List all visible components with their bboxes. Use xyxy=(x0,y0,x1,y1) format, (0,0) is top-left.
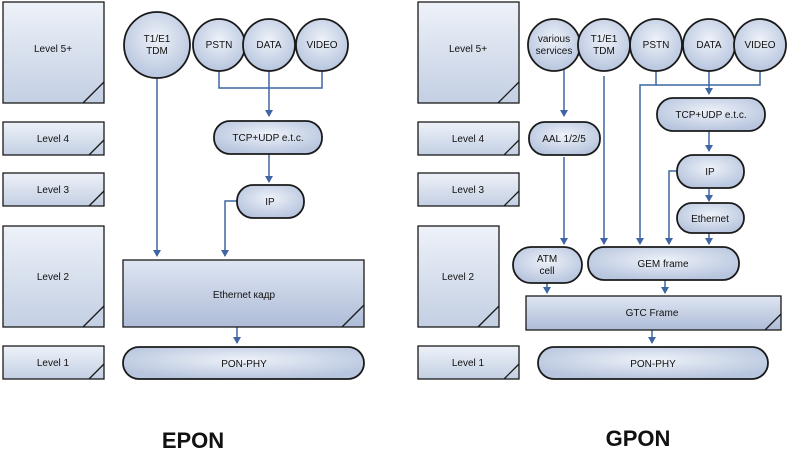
epon-t1e1-label-2: TDM xyxy=(146,46,168,57)
gpon-t1e1-label-1: T1/E1 xyxy=(591,34,618,45)
gpon-gtc-frame-box: GTC Frame xyxy=(525,295,782,331)
epon-t1e1-label-1: T1/E1 xyxy=(144,34,171,45)
gpon-arrows xyxy=(543,70,761,344)
epon-level-2-label: Level 2 xyxy=(37,272,70,283)
gpon-data-label: DATA xyxy=(696,40,722,51)
gpon-gem-label: GEM frame xyxy=(637,259,689,270)
epon-title: EPON xyxy=(162,428,224,453)
epon-arrow-ip-eth xyxy=(221,200,237,257)
gpon-video-circle: VIDEO xyxy=(733,18,787,72)
epon-pstn-label: PSTN xyxy=(206,40,233,51)
gpon-various-label-1: various xyxy=(538,34,570,45)
epon-level-5-label: Level 5+ xyxy=(34,44,72,55)
gpon-ponphy-label: PON-PHY xyxy=(630,359,676,370)
gpon-pstn-circle: PSTN xyxy=(629,18,683,72)
gpon-data-circle: DATA xyxy=(682,18,736,72)
epon-ethernet-frame-label: Ethernet кадр xyxy=(213,290,276,301)
gpon-atm-pill: ATM cell xyxy=(512,246,583,284)
gpon-level-1-box: Level 1 xyxy=(417,345,520,380)
epon-ponphy-label: PON-PHY xyxy=(221,359,267,370)
epon-ip-pill: IP xyxy=(236,184,305,219)
epon-data-label: DATA xyxy=(256,40,282,51)
gpon-t1e1-label-2: TDM xyxy=(593,46,615,57)
epon-pstn-circle: PSTN xyxy=(192,18,246,72)
gpon-tcpudp-pill: TCP+UDP e.t.c. xyxy=(656,97,766,132)
epon-ponphy-pill: PON-PHY xyxy=(122,346,365,380)
gpon-level-3-label: Level 3 xyxy=(452,185,485,196)
gpon-ethernet-label: Ethernet xyxy=(691,214,729,225)
epon-video-label: VIDEO xyxy=(306,40,337,51)
gpon-arrow-video-tcp xyxy=(709,70,761,86)
epon-level-3-box: Level 3 xyxy=(2,172,105,207)
gpon-title: GPON xyxy=(606,426,671,451)
gpon-ponphy-pill: PON-PHY xyxy=(537,346,769,380)
gpon-level-4-label: Level 4 xyxy=(452,134,485,145)
gpon-gtc-frame-label: GTC Frame xyxy=(626,308,679,319)
gpon-level-3-box: Level 3 xyxy=(417,172,520,207)
epon-level-1-box: Level 1 xyxy=(2,345,105,380)
gpon-gem-pill: GEM frame xyxy=(587,246,740,281)
epon-t1e1-circle: T1/E1 TDM xyxy=(123,11,191,79)
gpon-pstn-label: PSTN xyxy=(643,40,670,51)
epon-level-4-label: Level 4 xyxy=(37,134,70,145)
gpon-diagram: Level 5+ Level 4 Level 3 Level 2 Level 1 xyxy=(417,1,787,451)
epon-level-5-box: Level 5+ xyxy=(2,1,105,104)
gpon-various-label-2: services xyxy=(536,46,573,57)
gpon-tcpudp-label: TCP+UDP e.t.c. xyxy=(675,110,746,121)
gpon-various-circle: various services xyxy=(527,18,581,72)
epon-level-4-box: Level 4 xyxy=(2,121,105,156)
gpon-atm-label-2: cell xyxy=(539,266,554,277)
gpon-ip-pill: IP xyxy=(676,154,745,189)
gpon-level-2-label: Level 2 xyxy=(442,272,475,283)
gpon-aal-label: AAL 1/2/5 xyxy=(542,134,586,145)
gpon-arrow-pstn-gem xyxy=(636,70,657,245)
epon-level-3-label: Level 3 xyxy=(37,185,70,196)
gpon-ip-label: IP xyxy=(705,167,715,178)
gpon-aal-pill: AAL 1/2/5 xyxy=(528,121,601,156)
epon-arrows xyxy=(153,70,323,344)
gpon-t1e1-circle: T1/E1 TDM xyxy=(577,18,631,72)
gpon-ethernet-pill: Ethernet xyxy=(676,202,745,234)
epon-tcpudp-pill: TCP+UDP e.t.c. xyxy=(213,120,323,155)
epon-tcpudp-label: TCP+UDP e.t.c. xyxy=(232,133,303,144)
epon-data-circle: DATA xyxy=(242,18,296,72)
gpon-level-1-label: Level 1 xyxy=(452,358,485,369)
gpon-arrow-ip-gem xyxy=(665,170,677,245)
gpon-level-5-box: Level 5+ xyxy=(417,1,520,104)
epon-level-2-box: Level 2 xyxy=(2,225,105,328)
gpon-level-4-box: Level 4 xyxy=(417,121,520,156)
epon-video-circle: VIDEO xyxy=(295,18,349,72)
epon-arrow-video-tcp xyxy=(269,70,323,89)
epon-ip-label: IP xyxy=(265,197,275,208)
epon-diagram: Level 5+ Level 4 Level 3 Level 2 Level 1 xyxy=(2,1,365,453)
gpon-atm-label-1: ATM xyxy=(537,254,557,265)
gpon-level-2-box: Level 2 xyxy=(417,225,500,328)
gpon-level-5-label: Level 5+ xyxy=(449,44,487,55)
gpon-video-label: VIDEO xyxy=(744,40,775,51)
epon-arrow-pstn-tcp xyxy=(218,70,269,89)
epon-level-1-label: Level 1 xyxy=(37,358,70,369)
epon-ethernet-frame-box: Ethernet кадр xyxy=(122,259,365,328)
